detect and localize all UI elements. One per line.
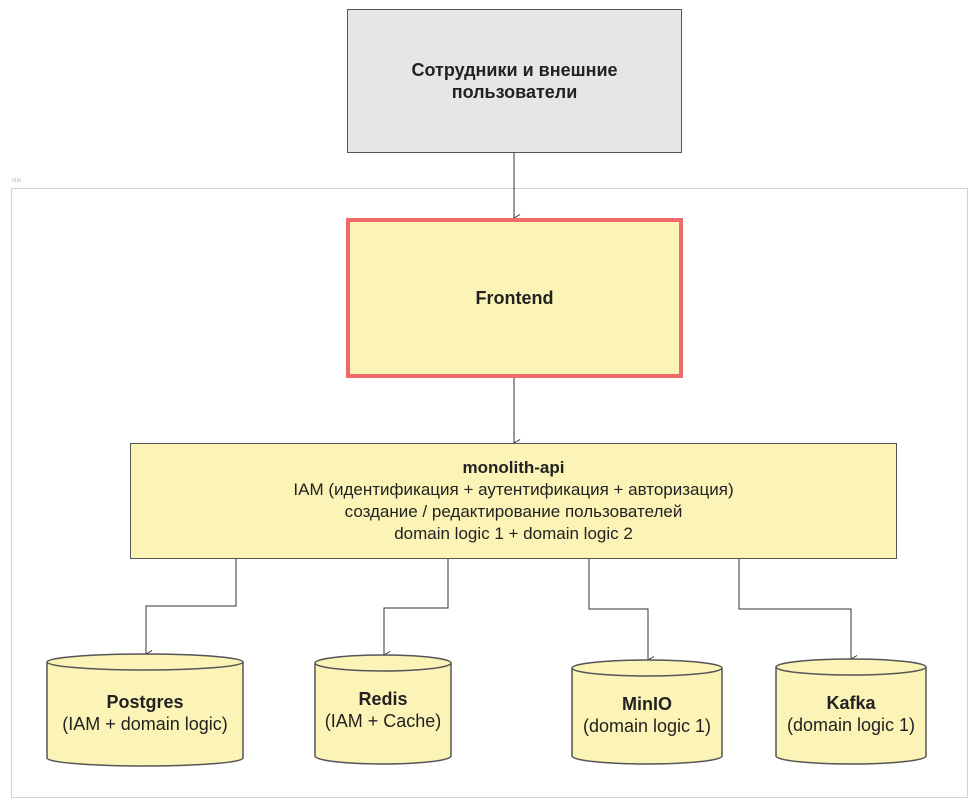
minio-label: MinIO (domain logic 1) (572, 680, 722, 750)
postgres-label: Postgres (IAM + domain logic) (47, 676, 243, 750)
minio-name: MinIO (622, 694, 672, 714)
arrow-api-to-minio (588, 559, 655, 664)
users-label: Сотрудники и внешние пользователи (411, 60, 618, 102)
postgres-cylinder (46, 653, 244, 767)
kafka-desc: (domain logic 1) (786, 715, 916, 735)
kafka-cylinder (775, 658, 927, 765)
api-line-iam: IAM (идентификация + аутентификация + ав… (293, 480, 734, 499)
redis-name: Redis (358, 689, 408, 709)
minio-desc: (domain logic 1) (582, 716, 712, 736)
api-line-users: создание / редактирование пользователей (344, 502, 683, 521)
postgres-name: Postgres (106, 692, 184, 712)
arrow-api-to-redis (383, 559, 449, 659)
users-box: Сотрудники и внешние пользователи (347, 9, 682, 153)
kafka-label: Kafka (domain logic 1) (776, 679, 926, 749)
redis-label: Redis (IAM + Cache) (315, 674, 451, 746)
frontend-label: Frontend (475, 287, 554, 308)
monolith-api-box: monolith-api IAM (идентификация + аутент… (130, 443, 897, 559)
postgres-desc: (IAM + domain logic) (62, 714, 228, 734)
redis-desc: (IAM + Cache) (324, 711, 442, 731)
redis-cylinder (314, 654, 452, 765)
kafka-name: Kafka (826, 693, 876, 713)
arrow-api-to-postgres (145, 559, 237, 658)
minio-cylinder (571, 659, 723, 765)
api-title: monolith-api (462, 458, 565, 477)
frontend-box: Frontend (346, 218, 683, 378)
arrow-api-to-kafka (738, 559, 858, 663)
frame-tag: title (12, 178, 22, 184)
api-line-domain: domain logic 1 + domain logic 2 (394, 524, 633, 543)
system-boundary-frame (11, 188, 968, 798)
